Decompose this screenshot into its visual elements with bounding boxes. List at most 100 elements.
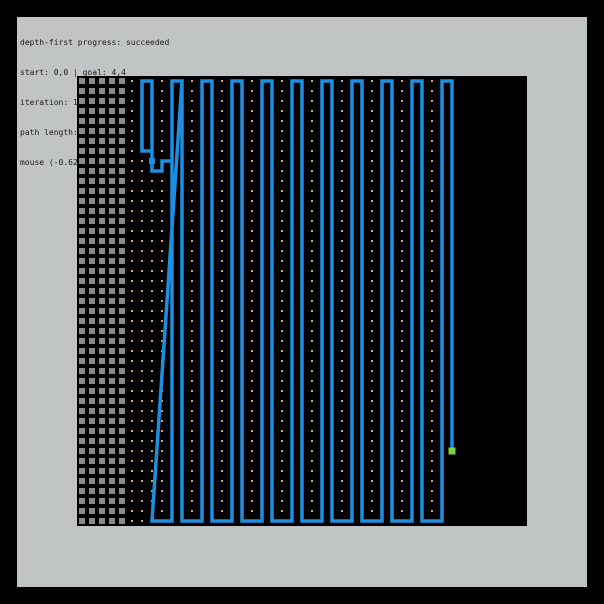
unvisited-cell <box>99 268 105 274</box>
visited-cell <box>221 320 223 322</box>
visited-cell <box>311 360 313 362</box>
unvisited-cell <box>89 478 95 484</box>
unvisited-cell <box>109 378 115 384</box>
visited-cell <box>431 240 433 242</box>
visited-cell <box>311 450 313 452</box>
unvisited-cell <box>79 318 85 324</box>
visited-cell <box>401 260 403 262</box>
unvisited-cell <box>119 508 125 514</box>
unvisited-cell <box>119 168 125 174</box>
visited-cell <box>371 150 373 152</box>
visited-cell <box>401 90 403 92</box>
unvisited-cell <box>79 458 85 464</box>
unvisited-cell <box>99 388 105 394</box>
visited-cell <box>401 200 403 202</box>
visited-cell <box>371 360 373 362</box>
unvisited-cell <box>99 158 105 164</box>
visited-cell <box>311 280 313 282</box>
visited-cell <box>281 190 283 192</box>
visited-cell <box>151 460 153 462</box>
visited-cell <box>151 360 153 362</box>
unvisited-cell <box>89 148 95 154</box>
visited-cell <box>431 220 433 222</box>
visited-cell <box>401 440 403 442</box>
unvisited-cell <box>119 158 125 164</box>
visited-cell <box>251 410 253 412</box>
visited-cell <box>151 440 153 442</box>
visited-cell <box>221 120 223 122</box>
visited-cell <box>131 100 133 102</box>
unvisited-cell <box>89 138 95 144</box>
start-goal-text: start: 0,0 | goal: 4,4 <box>20 68 126 77</box>
visited-cell <box>151 200 153 202</box>
visited-cell <box>311 80 313 82</box>
visited-cell <box>341 320 343 322</box>
visited-cell <box>311 250 313 252</box>
visited-cell <box>131 420 133 422</box>
unvisited-cell <box>89 508 95 514</box>
visited-cell <box>341 110 343 112</box>
visited-cell <box>141 380 143 382</box>
unvisited-cell <box>119 398 125 404</box>
visited-cell <box>431 140 433 142</box>
visited-cell <box>371 470 373 472</box>
unvisited-cell <box>89 238 95 244</box>
visited-cell <box>281 380 283 382</box>
visited-cell <box>341 510 343 512</box>
visited-cell <box>281 210 283 212</box>
unvisited-cell <box>109 98 115 104</box>
visited-cell <box>371 340 373 342</box>
visited-cell <box>311 160 313 162</box>
unvisited-cell <box>119 418 125 424</box>
visited-cell <box>401 470 403 472</box>
unvisited-cell <box>99 458 105 464</box>
unvisited-cell <box>109 358 115 364</box>
unvisited-cell <box>99 78 105 84</box>
visited-cell <box>141 360 143 362</box>
visited-cell <box>161 150 163 152</box>
visited-cell <box>341 300 343 302</box>
visited-cell <box>221 240 223 242</box>
unvisited-cell <box>119 358 125 364</box>
visited-cell <box>281 130 283 132</box>
unvisited-cell <box>79 138 85 144</box>
visited-cell <box>401 170 403 172</box>
visited-cell <box>161 420 163 422</box>
visited-cell <box>141 300 143 302</box>
visited-cell <box>401 420 403 422</box>
unvisited-cell <box>99 148 105 154</box>
visited-cell <box>401 290 403 292</box>
visited-cell <box>281 430 283 432</box>
search-grid[interactable] <box>77 76 527 526</box>
visited-cell <box>221 290 223 292</box>
visited-cell <box>281 340 283 342</box>
visited-cell <box>221 410 223 412</box>
visited-cell <box>191 460 193 462</box>
unvisited-cell <box>89 408 95 414</box>
visited-cell <box>341 270 343 272</box>
unvisited-cell <box>89 268 95 274</box>
visited-cell <box>221 280 223 282</box>
visited-cell <box>311 410 313 412</box>
visited-cell <box>431 90 433 92</box>
visited-cell <box>161 450 163 452</box>
visited-cell <box>151 230 153 232</box>
unvisited-cell <box>89 368 95 374</box>
visited-cell <box>251 150 253 152</box>
unvisited-cell <box>89 258 95 264</box>
visited-cell <box>341 160 343 162</box>
visited-cell <box>431 330 433 332</box>
unvisited-cell <box>89 158 95 164</box>
visited-cell <box>281 460 283 462</box>
unvisited-cell <box>99 368 105 374</box>
visited-cell <box>161 240 163 242</box>
unvisited-cell <box>119 258 125 264</box>
visited-cell <box>191 130 193 132</box>
unvisited-cell <box>89 338 95 344</box>
visited-cell <box>371 240 373 242</box>
visited-cell <box>341 120 343 122</box>
visited-cell <box>191 210 193 212</box>
visited-cell <box>341 200 343 202</box>
visited-cell <box>311 210 313 212</box>
visited-cell <box>431 300 433 302</box>
